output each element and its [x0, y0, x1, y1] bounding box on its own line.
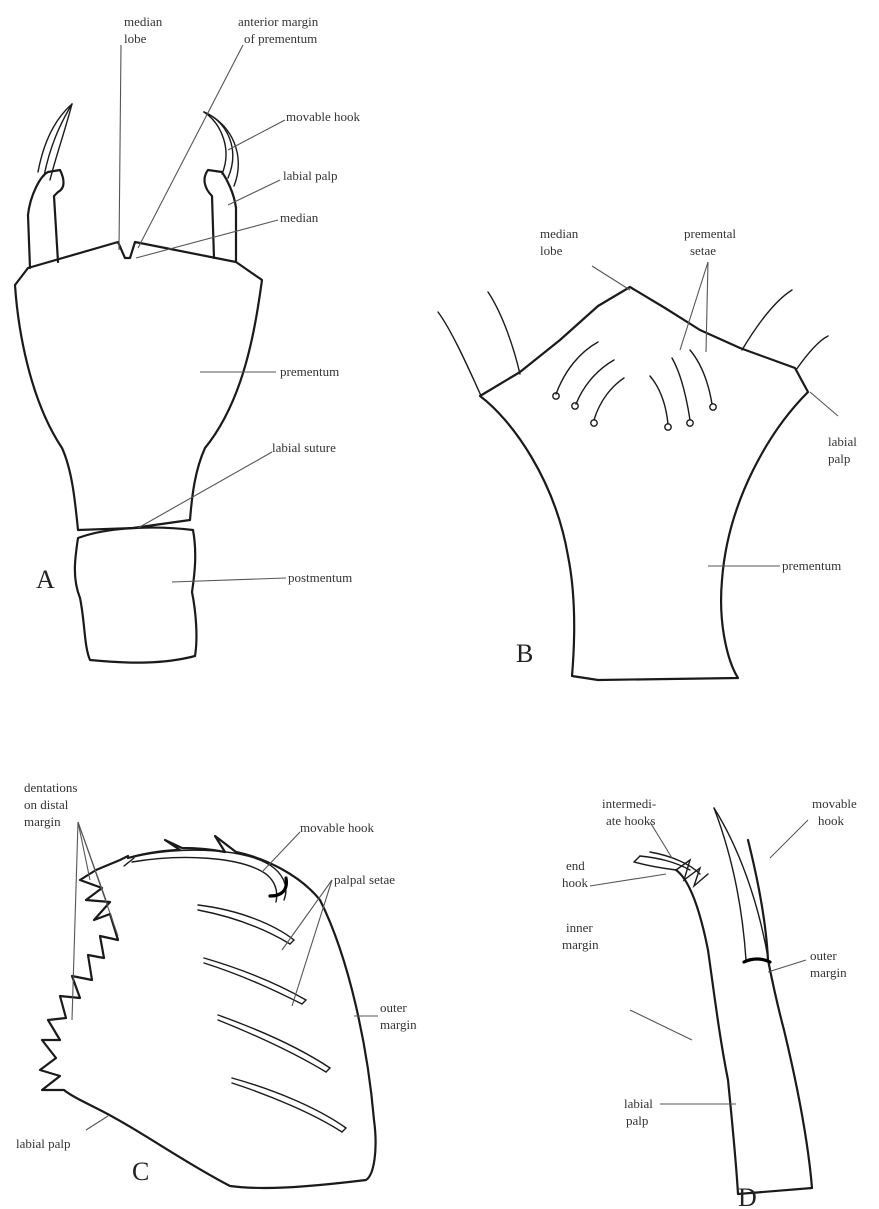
panel-d-label-movable-hook-1: movable: [812, 796, 857, 811]
panel-a-label-prementum: prementum: [280, 364, 339, 379]
panel-c-label-dentations-1: dentations: [24, 780, 77, 795]
panel-d-label-labial-palp-2: palp: [626, 1113, 648, 1128]
panel-d-label-inner-margin-2: margin: [562, 937, 599, 952]
panel-b-right-palp: [742, 290, 792, 350]
panel-d-label-movable-hook-2: hook: [818, 813, 845, 828]
panel-d: intermedi- ate hooks movable hook end ho…: [562, 796, 857, 1209]
panel-a-label-anterior-margin-2: of prementum: [244, 31, 317, 46]
panel-d-label-end-hook-1: end: [566, 858, 585, 873]
panel-a-label-median-lobe-1: median: [124, 14, 163, 29]
panel-a-label-anterior-margin-1: anterior margin: [238, 14, 319, 29]
panel-c-label-movable-hook: movable hook: [300, 820, 375, 835]
panel-b-label-premental-setae-1: premental: [684, 226, 736, 241]
panel-b-label-labial-palp-1: labial: [828, 434, 857, 449]
panel-c-palpal-setae: [198, 905, 346, 1132]
panel-b: median lobe premental setae labial palp …: [438, 226, 857, 680]
panel-c-label-outer-margin-2: margin: [380, 1017, 417, 1032]
panel-a-left-palp: [28, 170, 64, 268]
panel-a: median lobe anterior margin of prementum…: [15, 14, 361, 663]
panel-d-label-outer-margin-2: margin: [810, 965, 847, 980]
panel-c-letter: C: [132, 1157, 149, 1186]
panel-d-palp-outline: [676, 840, 812, 1194]
panel-b-label-premental-setae-2: setae: [690, 243, 716, 258]
panel-d-label-inner-margin-1: inner: [566, 920, 593, 935]
panel-d-movable-hook: [714, 808, 746, 960]
panel-a-right-palp: [205, 170, 236, 262]
panel-a-letter: A: [36, 565, 55, 594]
panel-b-letter: B: [516, 639, 533, 668]
panel-b-label-median-lobe-2: lobe: [540, 243, 563, 258]
panel-b-premental-setae: [553, 342, 716, 430]
panel-c: dentations on distal margin movable hook…: [16, 780, 417, 1188]
panel-d-label-intermediate-hooks-2: ate hooks: [606, 813, 655, 828]
panel-b-prementum-outline: [480, 287, 808, 680]
panel-c-label-palpal-setae: palpal setae: [334, 872, 395, 887]
panel-a-label-labial-suture: labial suture: [272, 440, 336, 455]
panel-b-label-prementum: prementum: [782, 558, 841, 573]
panel-a-prementum-outline: [15, 242, 262, 530]
panel-a-postmentum-outline: [75, 528, 197, 663]
panel-a-label-median-lobe-2: lobe: [124, 31, 147, 46]
panel-b-label-median-lobe-1: median: [540, 226, 579, 241]
panel-d-label-labial-palp-1: labial: [624, 1096, 653, 1111]
panel-a-label-median: median: [280, 210, 319, 225]
panel-d-label-end-hook-2: hook: [562, 875, 589, 890]
panel-c-label-dentations-2: on distal: [24, 797, 69, 812]
panel-a-label-postmentum: postmentum: [288, 570, 352, 585]
panel-c-label-dentations-3: margin: [24, 814, 61, 829]
panel-a-label-movable-hook: movable hook: [286, 109, 361, 124]
panel-d-label-outer-margin-1: outer: [810, 948, 837, 963]
panel-b-left-palp: [438, 312, 482, 398]
panel-d-letter: D: [738, 1183, 757, 1209]
panel-d-end-hook: [634, 862, 676, 870]
panel-a-label-labial-palp: labial palp: [283, 168, 338, 183]
panel-d-label-intermediate-hooks-1: intermedi-: [602, 796, 656, 811]
panel-c-label-outer-margin-1: outer: [380, 1000, 407, 1015]
panel-c-label-labial-palp: labial palp: [16, 1136, 71, 1151]
panel-b-label-labial-palp-2: palp: [828, 451, 850, 466]
